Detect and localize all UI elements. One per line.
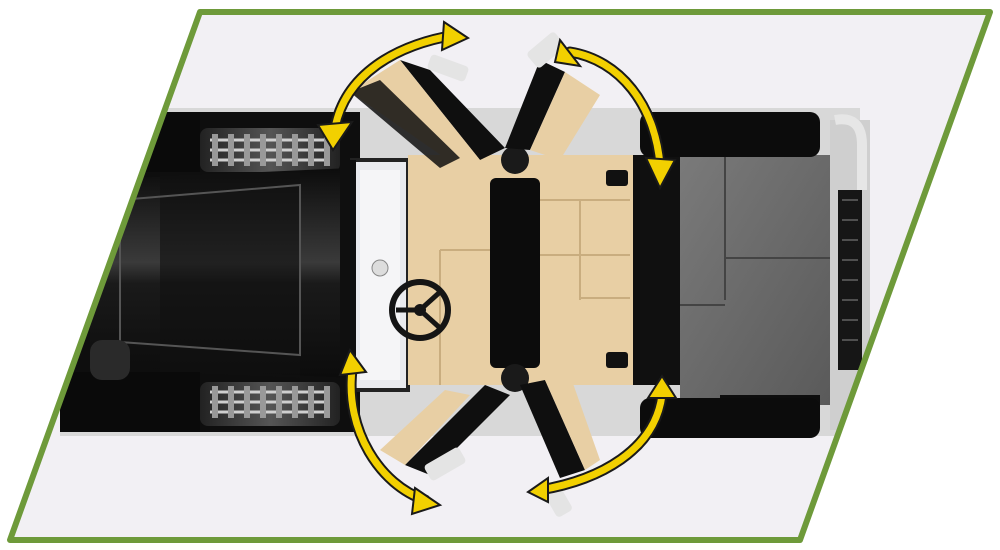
rotation-arrow-icon [338,347,443,516]
steering-wheel-icon [389,279,451,341]
door-front-bottom [380,385,510,481]
wheel-icon [200,128,340,172]
wheel-icon [200,382,340,426]
door-rear-top [505,32,600,160]
car-top-view [60,32,870,517]
center-pillar [490,178,540,368]
frame-border [7,9,993,543]
rotation-arrow-icon [553,37,677,191]
trunk-lid [680,155,830,405]
rotation-arrow-icon [526,374,678,504]
rotation-arrow-icon [316,20,471,152]
door-front-top [350,60,505,168]
